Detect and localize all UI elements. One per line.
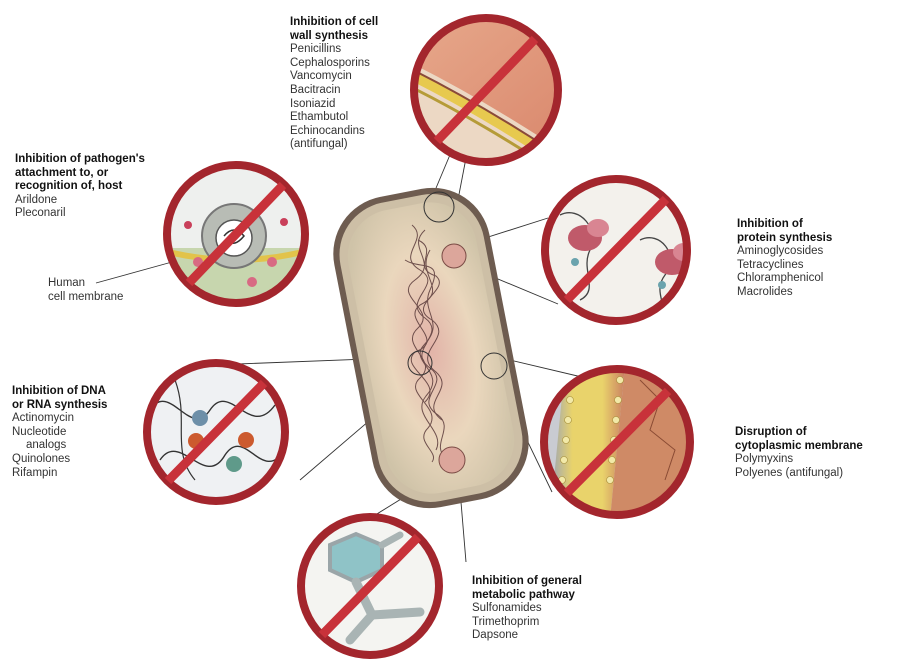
drug-item: Dapsone	[472, 629, 582, 643]
drug-item: Ethambutol	[290, 111, 378, 125]
attachment-heading-line-1: Inhibition of pathogen's	[15, 153, 145, 167]
human-cell-membrane-callout: Human cell membrane	[48, 276, 123, 304]
drug-item: Tetracyclines	[737, 259, 832, 273]
cell-wall-heading-line-1: Inhibition of cell	[290, 16, 378, 30]
drug-item: Polyenes (antifungal)	[735, 467, 863, 481]
drug-item: analogs	[12, 439, 107, 453]
metabolic-pathway-inhibition-circle	[295, 515, 445, 660]
drug-item: Macrolides	[737, 286, 832, 300]
membrane-disruption-circle	[540, 365, 700, 520]
cell-wall-heading-line-2: wall synthesis	[290, 30, 378, 44]
drug-item: Pleconaril	[15, 207, 145, 221]
drug-item: Vancomycin	[290, 70, 378, 84]
protein-heading-line-2: protein synthesis	[737, 232, 832, 246]
attachment-heading-line-2: attachment to, or	[15, 167, 145, 181]
dna-rna-inhibition-circle	[145, 360, 290, 505]
drug-item: Quinolones	[12, 453, 107, 467]
bacterium-cell	[323, 178, 538, 518]
drug-item: Aminoglycosides	[737, 245, 832, 259]
protein-heading-line-1: Inhibition of	[737, 218, 832, 232]
drug-item: Echinocandins	[290, 125, 378, 139]
membrane-label-group: Disruption of cytoplasmic membrane Polym…	[735, 426, 863, 480]
cell-wall-label-group: Inhibition of cell wall synthesis Penici…	[290, 16, 378, 152]
dna-rna-heading-line-1: Inhibition of DNA	[12, 385, 107, 399]
drug-item: Penicillins	[290, 43, 378, 57]
dna-rna-label-group: Inhibition of DNA or RNA synthesis Actin…	[12, 385, 107, 480]
drug-item: Chloramphenicol	[737, 272, 832, 286]
callout-line-1: Human	[48, 276, 123, 290]
drug-item: Isoniazid	[290, 98, 378, 112]
drug-item: Arildone	[15, 194, 145, 208]
drug-item: Nucleotide	[12, 426, 107, 440]
attachment-inhibition-circle	[160, 160, 310, 310]
drug-item: Cephalosporins	[290, 57, 378, 71]
drug-item: Actinomycin	[12, 412, 107, 426]
attachment-heading-line-3: recognition of, host	[15, 180, 145, 194]
drug-item: Trimethoprim	[472, 616, 582, 630]
metabolic-label-group: Inhibition of general metabolic pathway …	[472, 575, 582, 643]
dna-rna-heading-line-2: or RNA synthesis	[12, 399, 107, 413]
membrane-heading-line-1: Disruption of	[735, 426, 863, 440]
cell-wall-inhibition-circle	[405, 15, 575, 184]
attachment-label-group: Inhibition of pathogen's attachment to, …	[15, 153, 145, 221]
drug-item: (antifungal)	[290, 138, 378, 152]
metabolic-heading-line-1: Inhibition of general	[472, 575, 582, 589]
protein-synthesis-label-group: Inhibition of protein synthesis Aminogly…	[737, 218, 832, 300]
drug-item: Sulfonamides	[472, 602, 582, 616]
drug-item: Polymyxins	[735, 453, 863, 467]
protein-synthesis-inhibition-circle	[540, 175, 695, 330]
drug-item: Rifampin	[12, 467, 107, 481]
membrane-heading-line-2: cytoplasmic membrane	[735, 440, 863, 454]
callout-line-2: cell membrane	[48, 290, 123, 304]
drug-item: Bacitracin	[290, 84, 378, 98]
metabolic-heading-line-2: metabolic pathway	[472, 589, 582, 603]
